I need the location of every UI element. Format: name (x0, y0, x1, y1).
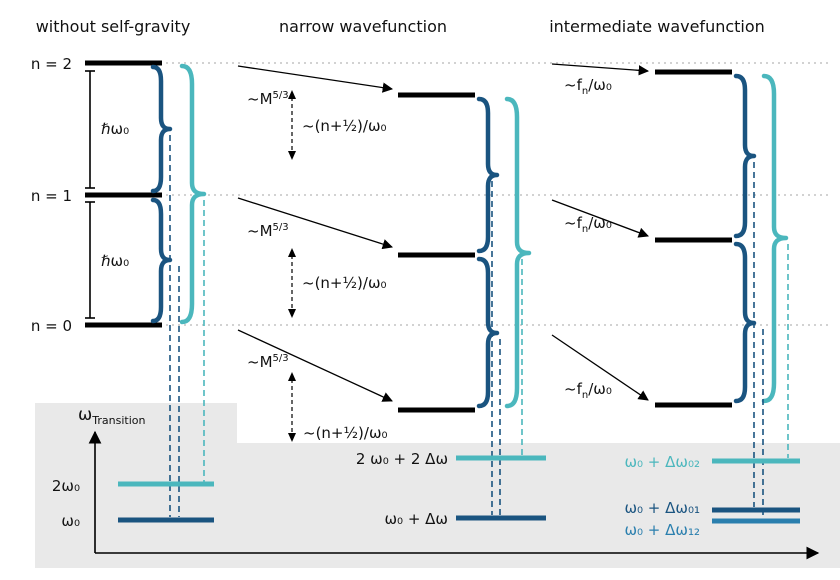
gap-label-upper: ℏω₀ (101, 120, 129, 138)
gap-label-lower: ℏω₀ (101, 252, 129, 270)
mass-scaling-label-1: ~M5/3 (247, 90, 289, 108)
mass-scaling-label-2: ~M5/3 (247, 222, 289, 240)
transition-brace-20-intermediate (761, 73, 789, 404)
tick-label-w0: ω₀ (61, 512, 80, 530)
shift-label-3: ~(n+½)/ω₀ (303, 424, 388, 442)
gap-bracket-lower (85, 201, 95, 319)
level-label-n0: n = 0 (31, 317, 72, 335)
tick-label-2w0: 2ω₀ (52, 477, 80, 495)
transition-brace-10-intermediate (733, 241, 757, 404)
transition-brace-20-left (179, 63, 207, 325)
axis-label-omega-transition: ωTransition (78, 405, 145, 427)
transition-brace-21-intermediate (733, 73, 757, 239)
column-title-right: intermediate wavefunction (549, 17, 765, 36)
shift-label-1: ~(n+½)/ω₀ (302, 117, 387, 135)
label-inter-01: ω₀ + Δω₀₁ (624, 499, 700, 517)
gap-bracket-upper (85, 70, 95, 189)
label-inter-12: ω₀ + Δω₁₂ (624, 521, 700, 539)
shift-arrow-n0-intermediate (551, 334, 649, 401)
transition-brace-10-left (150, 197, 173, 324)
transition-brace-20-narrow (504, 96, 532, 409)
level-label-n1: n = 1 (31, 187, 72, 205)
level-label-n2: n = 2 (31, 55, 72, 73)
transition-brace-21-narrow (476, 96, 500, 254)
transition-brace-10-narrow (476, 256, 500, 409)
label-inter-02: ω₀ + Δω₀₂ (624, 453, 700, 471)
shift-arrow-n1-intermediate (551, 199, 649, 238)
fn-scaling-label-2: ~fn/ω₀ (564, 214, 612, 235)
shift-label-2: ~(n+½)/ω₀ (302, 274, 387, 292)
fn-scaling-label-3: ~fn/ω₀ (564, 380, 612, 401)
shift-arrow-n2-intermediate (551, 63, 650, 76)
shift-extent-arrow-1 (288, 90, 296, 160)
fn-scaling-label-1: ~fn/ω₀ (564, 76, 612, 97)
label-narrow-lower: ω₀ + Δω (384, 510, 448, 528)
mass-scaling-label-3: ~M5/3 (247, 353, 289, 371)
shift-extent-arrow-2 (288, 248, 296, 318)
shift-extent-arrow-3 (288, 372, 296, 442)
shift-arrow-n0-narrow (237, 329, 393, 402)
column-title-left: without self-gravity (36, 17, 191, 36)
transition-frequency-panel (35, 403, 840, 568)
column-title-middle: narrow wavefunction (279, 17, 447, 36)
label-narrow-upper: 2 ω₀ + 2 Δω (356, 450, 448, 468)
transition-brace-21-left (150, 64, 173, 194)
shift-arrow-n1-narrow (237, 197, 393, 250)
shift-arrow-n2-narrow (237, 65, 394, 93)
